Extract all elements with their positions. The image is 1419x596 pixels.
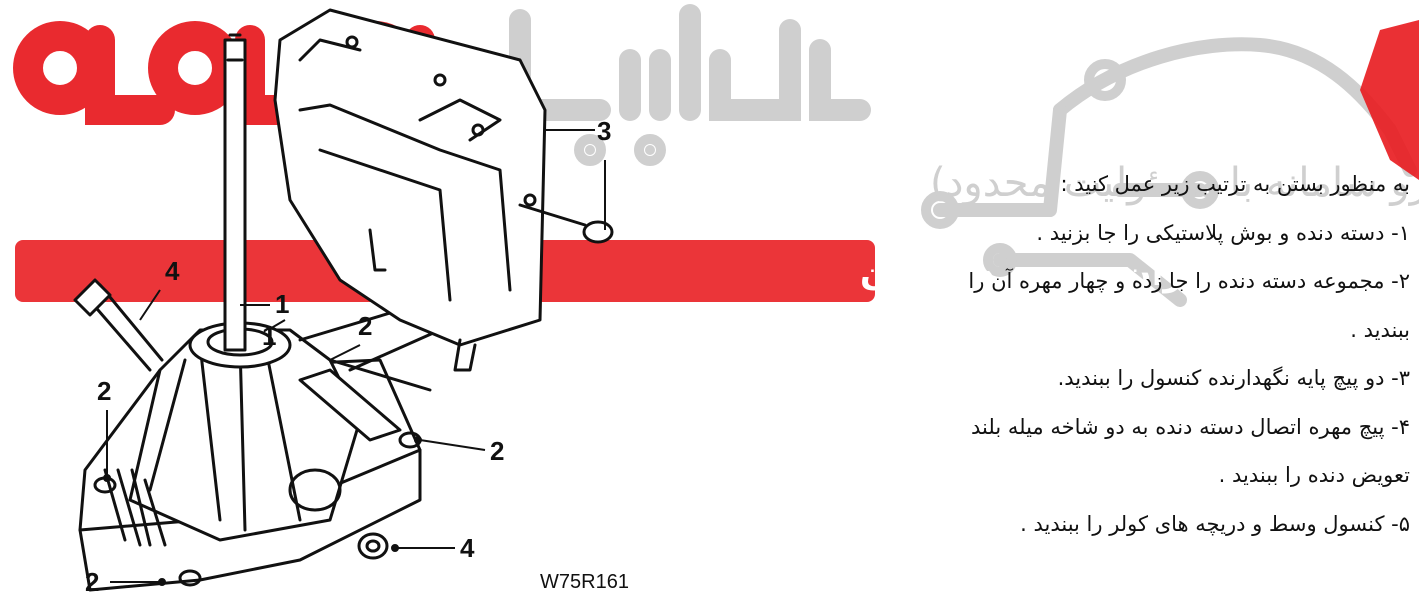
callout-2-left: 2 xyxy=(97,376,111,406)
watermark-car-red xyxy=(1360,20,1419,180)
gearshift-assembly-diagram: 1 1 2 2 2 2 3 4 4 W75R161 xyxy=(73,8,629,596)
instruction-step-2-cont: ببندید . xyxy=(1350,317,1410,342)
instruction-step-5: ۵- کنسول وسط و دریچه های کولر را ببندید … xyxy=(1020,511,1410,536)
assembly-instructions: به منظور بستن به ترتیب زیر عمل کنید : ۱-… xyxy=(720,160,1410,548)
instruction-step-1: ۱- دسته دنده و بوش پلاستیکی را جا بزنید … xyxy=(1036,220,1410,245)
instruction-step-4: ۴- پیچ مهره اتصال دسته دنده به دو شاخه م… xyxy=(971,414,1410,439)
callout-1-boot: 1 xyxy=(262,321,276,351)
bracket-screw xyxy=(518,203,587,227)
callout-2-frame: 2 xyxy=(358,311,372,341)
callout-1-lever: 1 xyxy=(275,289,289,319)
callout-4-nut: 4 xyxy=(460,533,475,563)
callout-3: 3 xyxy=(597,116,611,146)
callout-4-bolt: 4 xyxy=(165,256,180,286)
instruction-step-2: ۲- مجموعه دسته دنده را جا زده و چهار مهر… xyxy=(968,269,1410,293)
instruction-step-3: ۳- دو پیچ پایه نگهدارنده کنسول را ببندید… xyxy=(1057,366,1410,390)
lock-nut xyxy=(357,532,389,560)
shift-lever xyxy=(223,38,247,352)
console-bracket xyxy=(273,8,547,347)
instructions-intro: به منظور بستن به ترتیب زیر عمل کنید : xyxy=(1060,172,1410,196)
callout-2-bottom: 2 xyxy=(85,567,99,596)
instruction-step-4-cont: تعویض دنده را ببندید . xyxy=(1218,463,1410,487)
callout-2-right: 2 xyxy=(490,436,504,466)
figure-code: W75R161 xyxy=(540,571,629,593)
